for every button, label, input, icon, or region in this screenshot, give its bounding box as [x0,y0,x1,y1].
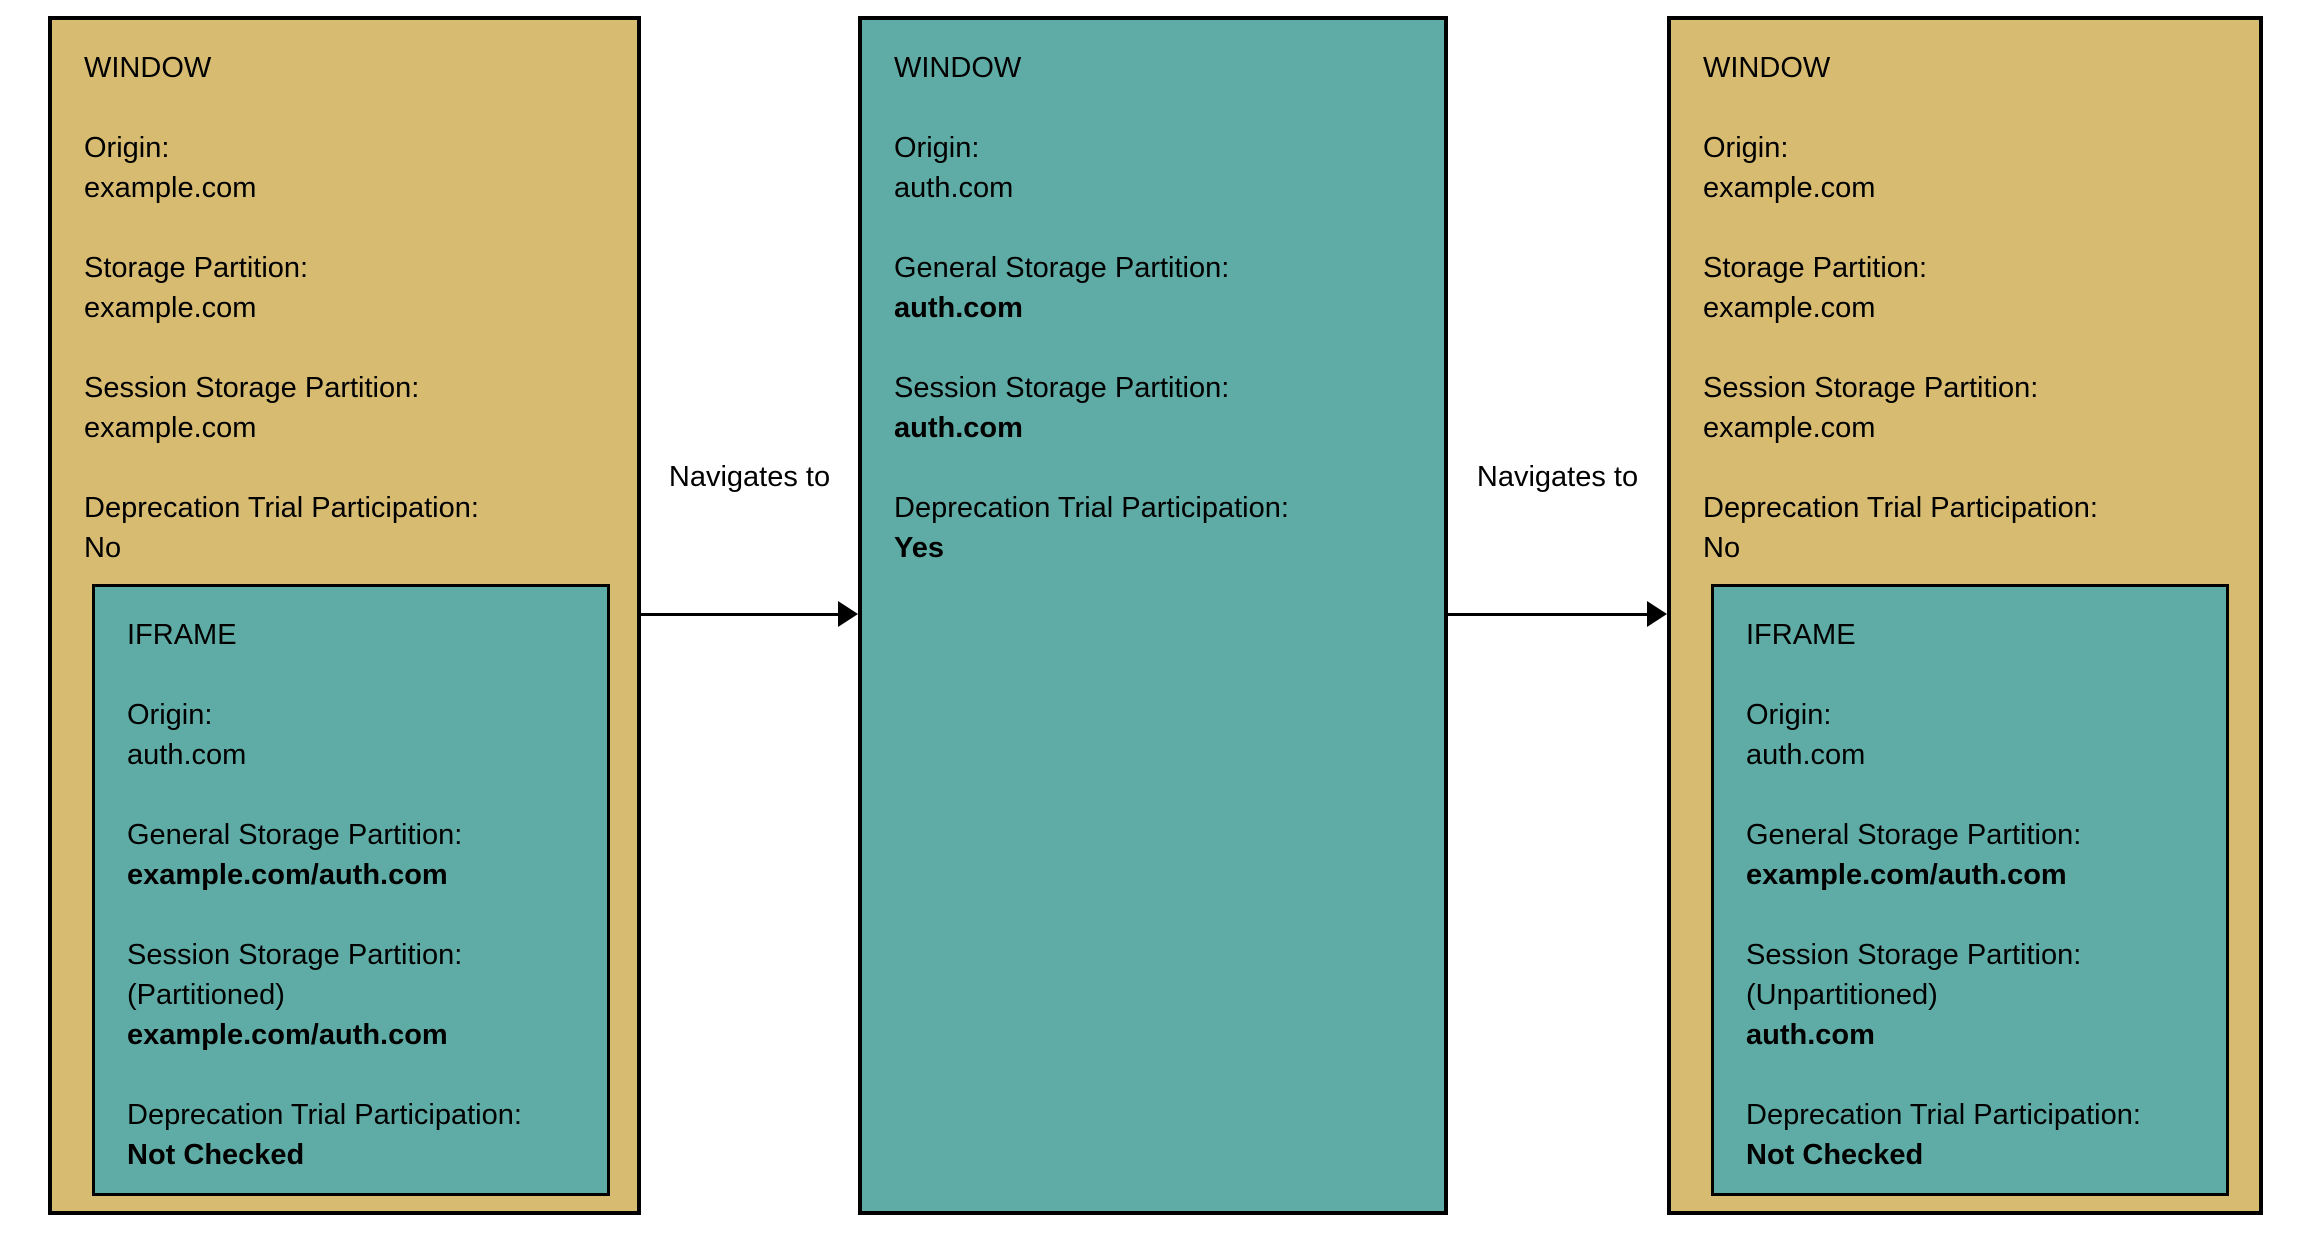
iframe-title: IFRAME [1746,619,1856,651]
field-deprecation-trial: Deprecation Trial Participation: Yes [894,488,1412,568]
field-value: Not Checked [127,1139,305,1171]
field-origin: Origin: example.com [1703,128,2227,208]
field-value: No [1703,532,1741,564]
field-value: auth.com [1746,1019,1875,1051]
field-label: Origin: [127,699,213,731]
field-deprecation-trial: Deprecation Trial Participation: No [84,488,605,568]
field-origin: Origin: auth.com [127,695,575,775]
field-label: Session Storage Partition: [1746,939,2082,971]
field-label: Storage Partition: [1703,252,1928,284]
field-label: Origin: [1703,132,1789,164]
window-box-right: WINDOW Origin: example.com Storage Parti… [1667,16,2263,1215]
arrow-head-icon [1647,601,1667,627]
field-value: No [84,532,122,564]
field-session-storage-partition: Session Storage Partition: (Partitioned)… [127,935,575,1055]
field-value: example.com [84,292,257,324]
field-value: Not Checked [1746,1139,1924,1171]
iframe-title: IFRAME [127,619,237,651]
arrow-line [641,613,841,616]
field-label: General Storage Partition: [127,819,463,851]
field-deprecation-trial: Deprecation Trial Participation: Not Che… [127,1095,575,1175]
field-label: Storage Partition: [84,252,309,284]
field-value: example.com [1703,292,1876,324]
field-label: Deprecation Trial Participation: [127,1099,522,1131]
field-label: General Storage Partition: [1746,819,2082,851]
navigates-to-label: Navigates to [1476,461,1639,493]
field-value: example.com/auth.com [127,1019,448,1051]
field-label: Session Storage Partition: [84,372,420,404]
field-note: (Unpartitioned) [1746,979,1938,1011]
field-value: auth.com [127,739,247,771]
field-label: Origin: [894,132,980,164]
iframe-box-right: IFRAME Origin: auth.com General Storage … [1711,584,2229,1196]
field-label: Deprecation Trial Participation: [84,492,479,524]
window-box-middle: WINDOW Origin: auth.com General Storage … [858,16,1448,1215]
field-origin: Origin: auth.com [894,128,1412,208]
field-value: auth.com [894,412,1023,444]
field-value: auth.com [1746,739,1866,771]
field-session-storage-partition: Session Storage Partition: (Unpartitione… [1746,935,2194,1055]
window-title: WINDOW [84,52,212,84]
field-origin: Origin: auth.com [1746,695,2194,775]
field-general-storage-partition: General Storage Partition: example.com/a… [1746,815,2194,895]
field-session-storage-partition: Session Storage Partition: example.com [84,368,605,448]
field-value: example.com/auth.com [1746,859,2067,891]
arrow-line [1448,613,1650,616]
field-label: General Storage Partition: [894,252,1230,284]
field-session-storage-partition: Session Storage Partition: auth.com [894,368,1412,448]
field-label: Origin: [1746,699,1832,731]
field-general-storage-partition: General Storage Partition: auth.com [894,248,1412,328]
field-deprecation-trial: Deprecation Trial Participation: Not Che… [1746,1095,2194,1175]
field-storage-partition: Storage Partition: example.com [84,248,605,328]
field-value: example.com/auth.com [127,859,448,891]
field-label: Deprecation Trial Participation: [894,492,1289,524]
field-note: (Partitioned) [127,979,285,1011]
field-label: Origin: [84,132,170,164]
field-origin: Origin: example.com [84,128,605,208]
field-value: auth.com [894,172,1014,204]
field-value: example.com [1703,412,1876,444]
window-box-left: WINDOW Origin: example.com Storage Parti… [48,16,641,1215]
field-value: example.com [1703,172,1876,204]
window-title: WINDOW [894,52,1022,84]
field-deprecation-trial: Deprecation Trial Participation: No [1703,488,2227,568]
field-label: Session Storage Partition: [127,939,463,971]
field-label: Session Storage Partition: [894,372,1230,404]
field-value: example.com [84,412,257,444]
field-value: Yes [894,532,944,564]
field-value: auth.com [894,292,1023,324]
field-value: example.com [84,172,257,204]
window-title: WINDOW [1703,52,1831,84]
field-session-storage-partition: Session Storage Partition: example.com [1703,368,2227,448]
navigates-to-label: Navigates to [668,461,831,493]
iframe-box-left: IFRAME Origin: auth.com General Storage … [92,584,610,1196]
arrow-head-icon [838,601,858,627]
field-label: Session Storage Partition: [1703,372,2039,404]
field-general-storage-partition: General Storage Partition: example.com/a… [127,815,575,895]
field-storage-partition: Storage Partition: example.com [1703,248,2227,328]
field-label: Deprecation Trial Participation: [1746,1099,2141,1131]
field-label: Deprecation Trial Participation: [1703,492,2098,524]
